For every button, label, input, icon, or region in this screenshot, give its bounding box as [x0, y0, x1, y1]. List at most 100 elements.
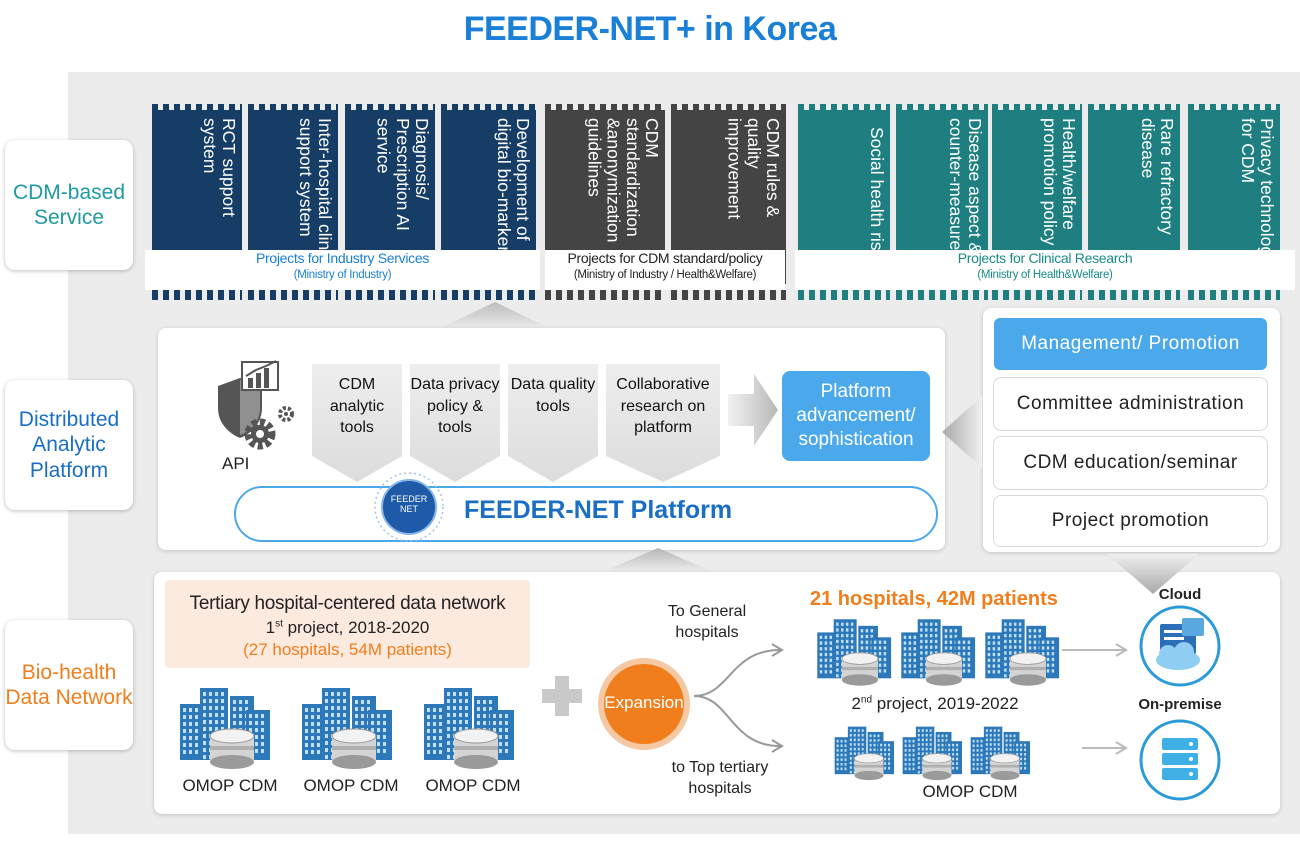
project-label: Rare refractory disease	[1137, 118, 1177, 235]
second-project-num: 2	[851, 694, 861, 713]
project-label: CDM standardization &anonymization guide…	[584, 118, 662, 243]
platform-advancement-box: Platform advancement/ sophistication	[782, 371, 930, 461]
first-project-stats: (27 hospitals, 54M patients)	[243, 640, 452, 659]
plus-icon	[542, 676, 582, 716]
group-clinical-sub: (Ministry of Health&Welfare)	[977, 268, 1113, 281]
expansion-label: Expansion	[604, 693, 684, 712]
row-label-service: CDM-based Service	[5, 140, 133, 270]
group-label-policy: Projects for CDM standard/policy (Minist…	[545, 250, 785, 290]
api-label: API	[222, 454, 250, 473]
group-label-industry: Projects for Industry Services (Ministry…	[145, 250, 540, 290]
first-project-line: 1st project, 2018-2020	[165, 618, 530, 638]
tool-collaborative-research: Collaborative research on platform	[606, 364, 720, 482]
second-project-sup: nd	[860, 694, 873, 706]
project-bottom-edge	[798, 290, 890, 300]
cloud-icon	[1139, 605, 1221, 687]
group-policy-sub: (Ministry of Industry / Health&Welfare)	[573, 268, 757, 281]
project-top-edge	[545, 104, 665, 110]
page-title: FEEDER-NET+ in Korea	[463, 10, 837, 48]
project-label: CDM rules & quality improvement	[724, 118, 784, 220]
management-item-promotion: Project promotion	[993, 495, 1268, 547]
second-project-text: project, 2019-2022	[876, 694, 1019, 713]
hospital-db-icon	[180, 688, 270, 769]
expansion-circle	[598, 658, 690, 750]
first-project-num: 1	[265, 618, 276, 637]
project-bottom-edge	[545, 290, 665, 300]
hospital-db-icon	[902, 726, 963, 781]
tool-data-privacy: Data privacy policy & tools	[410, 364, 500, 482]
project-label: Disease aspect & counter-measures	[945, 118, 985, 260]
second-project-line: 2nd project, 2019-2022	[815, 694, 1055, 714]
project-bottom-edge	[152, 290, 242, 300]
hospital-db-icon	[970, 726, 1031, 781]
project-top-edge	[345, 104, 435, 110]
project-label: Inter-hospital clinic support system	[295, 118, 335, 263]
project-bottom-edge	[896, 290, 988, 300]
project-bottom-edge	[992, 290, 1082, 300]
project-bottom-edge	[441, 290, 536, 300]
on-premise-label: On-premise	[1138, 696, 1222, 713]
api-icon-group	[218, 360, 294, 450]
second-stats: 21 hospitals, 42M patients	[810, 588, 1058, 610]
project-top-edge	[798, 104, 890, 110]
project-top-edge	[248, 104, 338, 110]
project-bottom-edge	[248, 290, 338, 300]
hospital-db-icon	[834, 726, 895, 781]
up-arrow-to-services	[432, 302, 558, 332]
arrow-to-cloud	[1062, 643, 1128, 657]
management-head: Management/ Promotion	[994, 318, 1267, 370]
project-top-edge	[992, 104, 1082, 110]
group-policy-main: Projects for CDM standard/policy	[567, 250, 763, 266]
hospital-db-icon	[302, 688, 392, 769]
group-label-clinical: Projects for Clinical Research (Ministry…	[795, 250, 1295, 290]
project-top-edge	[152, 104, 242, 110]
project-top-edge	[671, 104, 786, 110]
project-top-edge	[896, 104, 988, 110]
gear-icon	[244, 406, 294, 450]
expansion-branch-arrows	[693, 643, 784, 753]
project-label: Social health risk	[867, 126, 887, 260]
project-bottom-edge	[1088, 290, 1180, 300]
project-label: Privacy technology for CDM	[1237, 118, 1277, 265]
project-top-edge	[1088, 104, 1180, 110]
project-label: Development of digital bio-marker	[493, 118, 533, 253]
row-label-platform: Distributed Analytic Platform	[5, 380, 133, 510]
first-project-sup: st	[275, 618, 283, 630]
project-bottom-edge	[345, 290, 435, 300]
feeder-net-logo-text: FEEDER NET	[390, 494, 428, 515]
group-industry-sub: (Ministry of Industry)	[293, 268, 392, 281]
shield-icon	[218, 378, 262, 438]
omop-label-2: OMOP CDM	[303, 776, 399, 795]
project-label: Health/welfare promotion policy	[1039, 118, 1079, 246]
omop-label-3: OMOP CDM	[425, 776, 521, 795]
project-label: Diagnosis/ Prescription AI service	[373, 118, 433, 231]
hospital-db-icon	[817, 619, 892, 686]
up-arrow-to-platform	[598, 548, 718, 574]
row-label-network: Bio-health Data Network	[5, 620, 133, 750]
tertiary-network-box	[165, 580, 530, 668]
to-general-text: To General hospitals	[667, 603, 747, 641]
first-project-text: project, 2018-2020	[287, 618, 430, 637]
hospital-db-icon	[985, 619, 1060, 686]
to-top-text: to Top tertiary hospitals	[671, 759, 769, 797]
project-label: RCT support system	[199, 118, 239, 217]
project-bottom-edge	[671, 290, 786, 300]
to-top-label: to Top tertiary hospitals	[650, 758, 790, 800]
tool-data-quality: Data quality tools	[508, 364, 598, 482]
management-item-committee: Committee administration	[993, 377, 1268, 431]
feeder-net-logo	[374, 472, 444, 542]
project-top-edge	[441, 104, 536, 110]
project-bottom-edge	[1188, 290, 1280, 300]
down-arrow-to-cloud	[1107, 554, 1199, 594]
cloud-label: Cloud	[1158, 586, 1202, 603]
tool-cdm-analytic: CDM analytic tools	[312, 364, 402, 482]
feeder-net-platform-label: FEEDER-NET Platform	[464, 496, 733, 524]
tertiary-network-title: Tertiary hospital-centered data network	[189, 593, 506, 614]
project-top-edge	[1188, 104, 1280, 110]
omop-label-2nd: OMOP CDM	[922, 782, 1018, 801]
server-icon	[1139, 719, 1221, 801]
hospital-db-icon	[901, 619, 976, 686]
chart-icon	[241, 360, 279, 391]
omop-label-1: OMOP CDM	[182, 776, 278, 795]
to-general-label: To General hospitals	[642, 602, 772, 644]
